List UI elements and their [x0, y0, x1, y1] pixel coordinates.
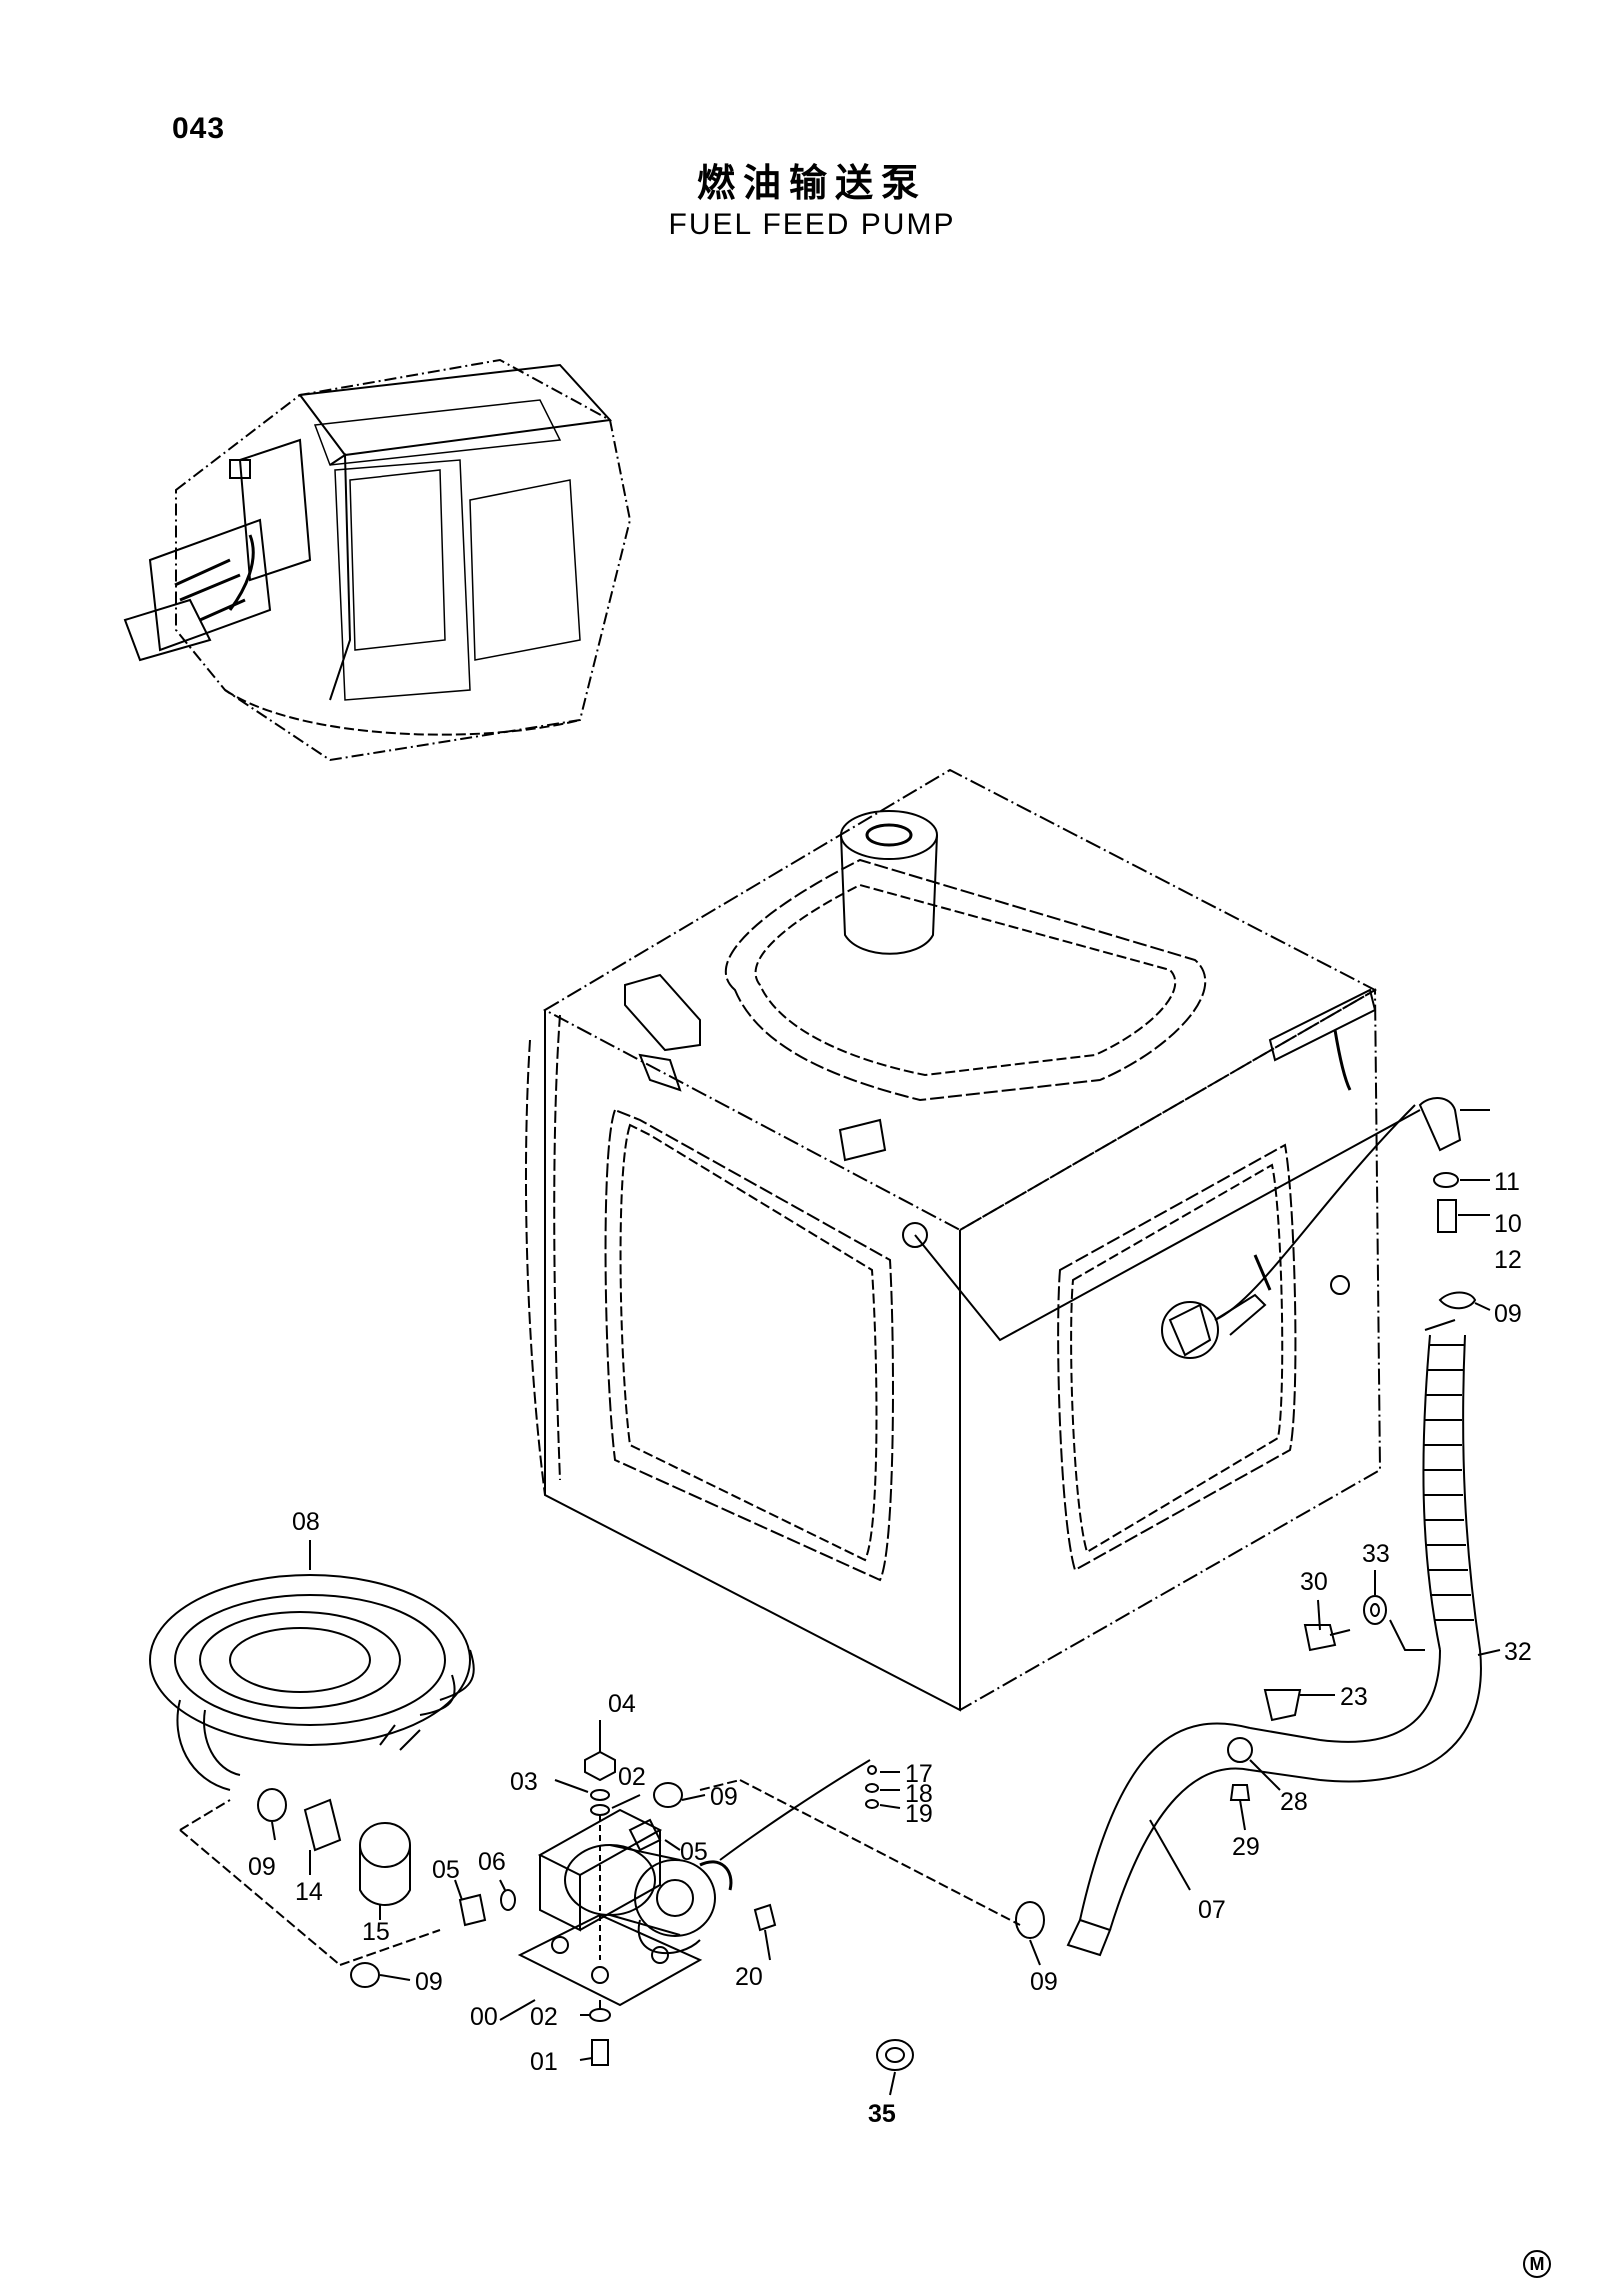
- right-fittings: [1015, 1097, 1501, 1966]
- label-part-03: 03: [510, 1768, 538, 1796]
- label-part-05-left: 05: [432, 1856, 460, 1884]
- label-part-23: 23: [1340, 1683, 1368, 1711]
- label-part-18: 18: [905, 1780, 933, 1808]
- label-part-02-top: 02: [618, 1763, 646, 1791]
- label-part-06: 06: [478, 1848, 506, 1876]
- label-part-09-right-bottom: 09: [1030, 1968, 1058, 1996]
- label-part-09-right-top: 09: [1494, 1300, 1522, 1328]
- label-part-04: 04: [608, 1690, 636, 1718]
- label-part-29: 29: [1232, 1833, 1260, 1861]
- label-part-32: 32: [1504, 1638, 1532, 1666]
- label-part-07: 07: [1198, 1896, 1226, 1924]
- label-part-15: 15: [362, 1918, 390, 1946]
- label-part-33: 33: [1362, 1540, 1390, 1568]
- revision-badge: M: [1523, 2250, 1551, 2278]
- excavator-overview: [123, 358, 632, 762]
- coiled-hose: [149, 1540, 475, 1791]
- label-part-08: 08: [292, 1508, 320, 1536]
- label-part-17: 17: [905, 1760, 933, 1788]
- title-chinese: 燃油输送泵: [696, 161, 927, 205]
- part-labels: 11 10 12 09 32 33 30 23 28 29 07 09 08 0…: [248, 1168, 1532, 2128]
- label-part-20: 20: [735, 1963, 763, 1991]
- page-number: 043: [172, 112, 226, 145]
- title-english: FUEL FEED PUMP: [668, 208, 956, 241]
- label-part-00: 00: [470, 2003, 498, 2031]
- label-part-14: 14: [295, 1878, 323, 1906]
- label-part-09-bottom-left: 09: [415, 1968, 443, 1996]
- label-part-10: 10: [1494, 1210, 1522, 1238]
- label-part-01: 01: [530, 2048, 558, 2076]
- label-part-09-center: 09: [710, 1783, 738, 1811]
- label-part-28: 28: [1280, 1788, 1308, 1816]
- label-part-12: 12: [1494, 1246, 1522, 1274]
- label-part-02-bottom: 02: [530, 2003, 558, 2031]
- pump-assembly: [179, 1720, 1021, 2096]
- label-part-30: 30: [1300, 1568, 1328, 1596]
- label-part-05-right: 05: [680, 1838, 708, 1866]
- fuel-tank: [524, 768, 1421, 1712]
- label-part-11: 11: [1494, 1168, 1520, 1196]
- label-part-19: 19: [905, 1800, 933, 1828]
- label-part-09-left: 09: [248, 1853, 276, 1881]
- label-part-35: 35: [868, 2100, 896, 2128]
